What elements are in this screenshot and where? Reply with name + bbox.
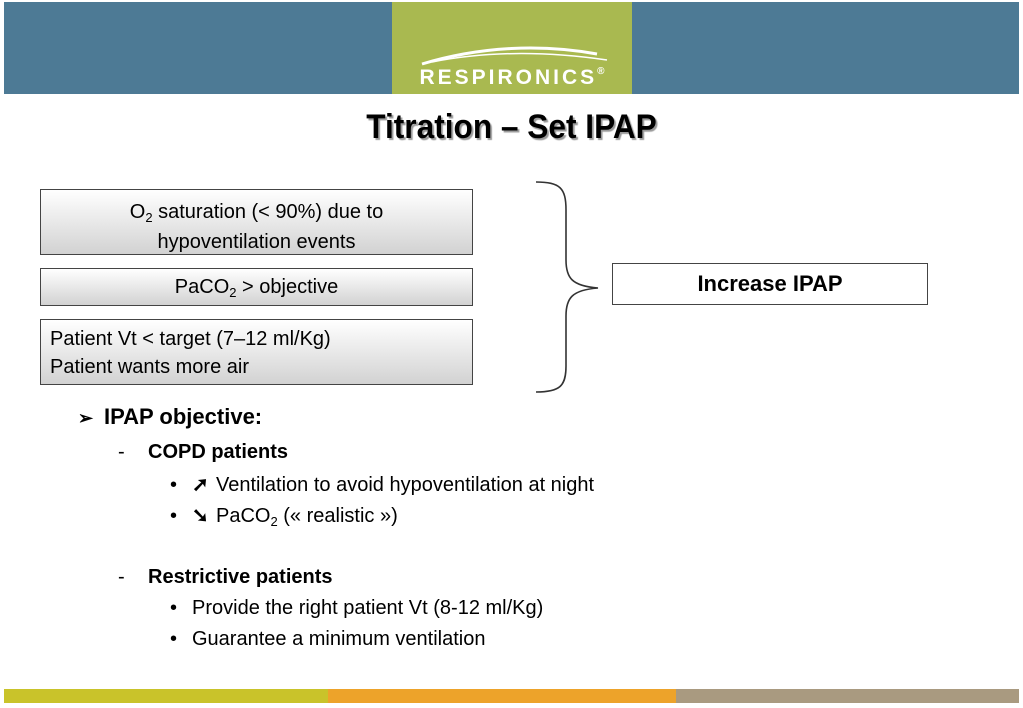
paco2-realistic-text: (« realistic ») xyxy=(277,505,398,527)
bullet: • xyxy=(170,505,178,527)
minimum-ventilation-text: Guarantee a minimum ventilation xyxy=(192,628,486,650)
respironics-logo: RESPIRONICS® xyxy=(392,2,632,94)
arrow-down-right-icon: ➘ xyxy=(192,505,209,527)
arrowhead-bullet-icon: ➢ xyxy=(78,408,94,428)
list-item: • ➘ PaCO2 (« realistic ») xyxy=(170,503,398,529)
increase-ipap-box: Increase IPAP xyxy=(612,263,928,305)
condition-box-patient-vt: Patient Vt < target (7–12 ml/Kg) Patient… xyxy=(40,319,473,385)
copd-patients-label: COPD patients xyxy=(148,441,289,463)
patient-air-text: Patient wants more air xyxy=(50,356,249,378)
provide-vt-text: Provide the right patient Vt (8-12 ml/Kg… xyxy=(192,597,544,619)
bullet: • xyxy=(170,628,178,650)
header-bar: RESPIRONICS® xyxy=(4,2,1019,94)
copd-group-heading: - COPD patients xyxy=(118,441,288,464)
footer-bar-orange xyxy=(328,689,676,703)
o2-saturation-text: saturation (< 90%) due to xyxy=(152,201,384,223)
paco2-item-subscript: 2 xyxy=(270,514,278,529)
bullet: • xyxy=(170,597,178,619)
right-brace-icon xyxy=(535,181,599,393)
ventilation-text: Ventilation to avoid hypoventilation at … xyxy=(216,474,595,496)
dash-bullet: - xyxy=(118,566,125,588)
o2-label: O xyxy=(129,201,146,223)
restrictive-group-heading: - Restrictive patients xyxy=(118,566,333,589)
ipap-objective-heading: ➢ IPAP objective: xyxy=(78,404,262,430)
bullet: • xyxy=(170,474,178,496)
paco2-objective-text: > objective xyxy=(236,276,339,298)
arrow-up-right-icon: ➚ xyxy=(192,474,209,496)
paco2-item-label: PaCO xyxy=(216,505,271,527)
footer-bar-yellow xyxy=(4,689,328,703)
footer-bar-taupe xyxy=(676,689,1019,703)
condition-box-paco2: PaCO2 > objective xyxy=(40,268,473,306)
o2-subscript: 2 xyxy=(145,210,153,225)
list-item: • Provide the right patient Vt (8-12 ml/K… xyxy=(170,597,543,620)
slide-title: Titration – Set IPAP xyxy=(366,108,657,146)
paco2-label: PaCO xyxy=(174,276,230,298)
ipap-objective-label: IPAP objective: xyxy=(104,404,263,429)
logo-reg-mark: ® xyxy=(597,66,605,77)
restrictive-patients-label: Restrictive patients xyxy=(148,566,333,588)
condition-box-o2-saturation: O2 saturation (< 90%) due to hypoventila… xyxy=(40,189,473,255)
list-item: • ➚ Ventilation to avoid hypoventilation a… xyxy=(170,472,594,497)
dash-bullet: - xyxy=(118,441,125,463)
paco2-subscript: 2 xyxy=(229,285,237,300)
logo-text: RESPIRONICS xyxy=(419,66,598,89)
logo-swoosh-icon xyxy=(421,46,608,66)
patient-vt-text: Patient Vt < target (7–12 ml/Kg) xyxy=(50,328,331,350)
list-item: • Guarantee a minimum ventilation xyxy=(170,628,485,651)
hypoventilation-text: hypoventilation events xyxy=(157,231,356,253)
